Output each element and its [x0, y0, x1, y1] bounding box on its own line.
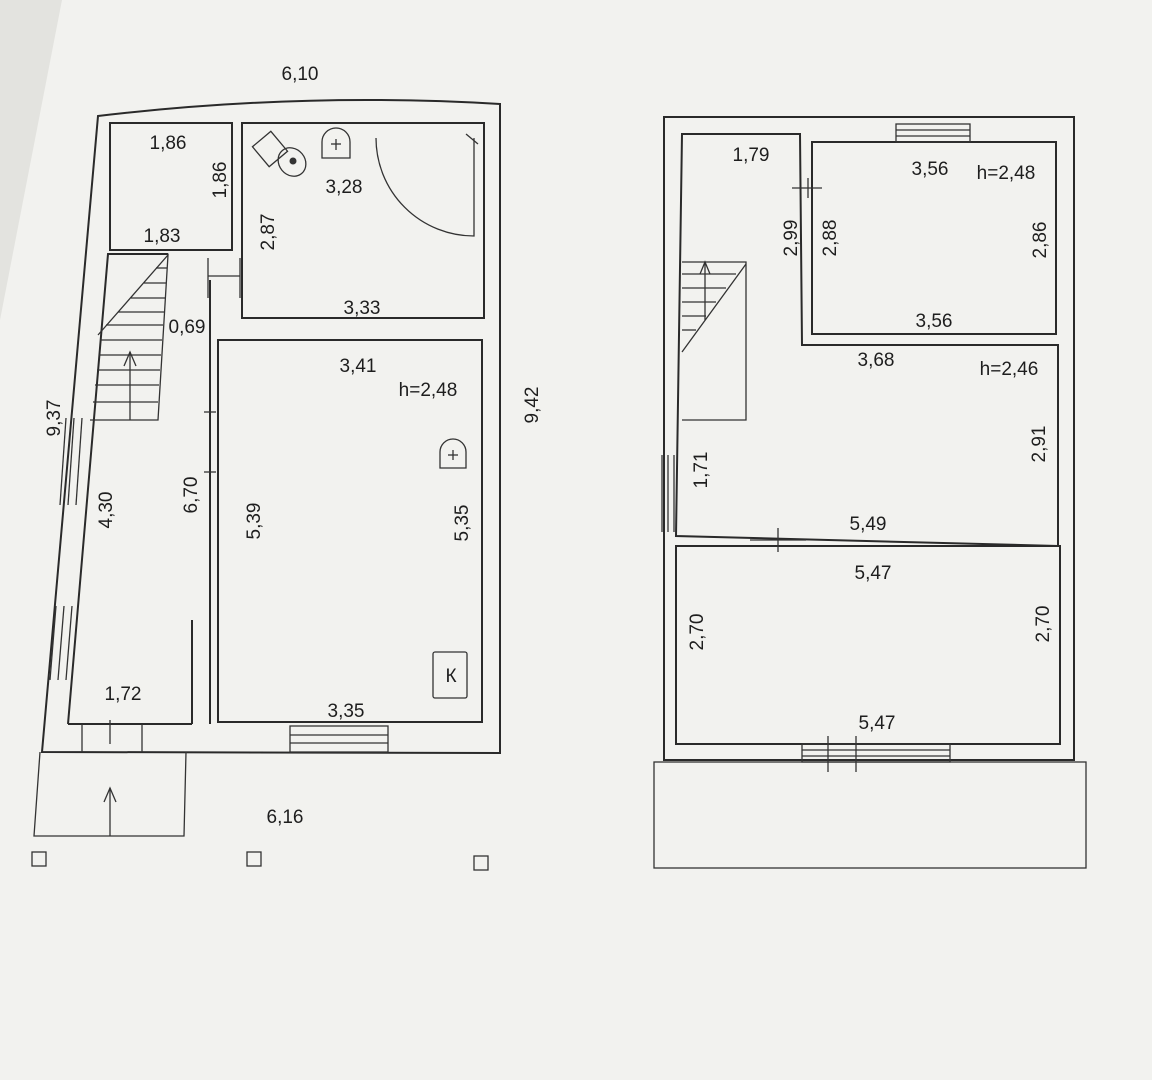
ground-right-length: 9,42: [522, 387, 543, 424]
ground-bottom-width: 6,16: [267, 807, 304, 828]
ground-outer-wall: [40, 99, 501, 755]
hall-wall-length: 4,30: [96, 492, 117, 529]
entry-arrow-icon: [103, 720, 117, 836]
ground-floor-plan: 6,10 6,16 9,37 9,42 1,86 1,86 1,83 3,28 …: [31, 64, 543, 871]
upper-hall-width-bottom: 5,49: [850, 514, 887, 535]
ground-window-left-upper: [59, 417, 83, 506]
bathroom-depth: 2,87: [258, 214, 279, 251]
hall-inner-wall: [67, 253, 168, 725]
sink-icon: [321, 127, 351, 159]
upper-room-depth-left: 2,70: [687, 614, 708, 651]
toilet-icon: [251, 130, 307, 177]
living-room-walls: [217, 339, 483, 723]
stair-arrow-icon: [699, 260, 711, 320]
bathroom-width-top: 3,28: [326, 177, 363, 198]
staircase: [90, 253, 169, 421]
upper-staircase: [681, 261, 747, 421]
landing-depth: 2,99: [781, 220, 802, 257]
bathroom-walls: [241, 122, 485, 319]
living-width-bottom: 3,35: [328, 701, 365, 722]
bathroom-door-mark: [465, 133, 479, 145]
bedroom-depth-right: 2,86: [1030, 222, 1051, 259]
boiler-icon: [432, 651, 468, 699]
hall-offset: 0,69: [169, 317, 206, 338]
closet-walls: [109, 122, 233, 251]
upper-hall-depth-left: 1,71: [691, 452, 712, 489]
ground-window-bottom: [289, 725, 389, 753]
column-marker-icon: [473, 855, 489, 871]
living-length-right: 5,35: [452, 505, 473, 542]
living-ceiling-height: h=2,48: [399, 380, 458, 401]
living-room-sink-icon: [439, 438, 467, 469]
balcony: [653, 761, 1087, 869]
closet-depth: 1,86: [210, 162, 231, 199]
living-width-top: 3,41: [340, 356, 377, 377]
living-length-left: 5,39: [244, 503, 265, 540]
upper-window-top: [895, 123, 971, 143]
closet-width-top: 1,86: [150, 133, 187, 154]
page-shadow: [0, 0, 62, 320]
upper-hall-walls: [674, 133, 1059, 548]
upper-floor-plan: 1,79 2,99 3,56 h=2,48 2,88 2,86 3,56 3,6…: [653, 116, 1087, 869]
upper-room-width-top: 5,47: [855, 563, 892, 584]
upper-room-width-bottom: 5,47: [859, 713, 896, 734]
bedroom-ceiling-height: h=2,48: [977, 163, 1036, 184]
bedroom-depth-left: 2,88: [820, 220, 841, 257]
upper-hall-width-top: 3,68: [858, 350, 895, 371]
ground-window-left-lower: [49, 605, 73, 681]
upper-room-depth-right: 2,70: [1033, 606, 1054, 643]
hall-length: 6,70: [181, 477, 202, 514]
upper-hall-depth-right: 2,91: [1029, 426, 1050, 463]
hall-width-bottom: 1,72: [105, 684, 142, 705]
bedroom-width-bottom: 3,56: [916, 311, 953, 332]
bathroom-width-bottom: 3,33: [344, 298, 381, 319]
entry-porch: [33, 724, 187, 837]
ground-top-width: 6,10: [282, 64, 319, 85]
upper-hall-ceiling-height: h=2,46: [980, 359, 1039, 380]
boiler-label: К: [445, 666, 456, 687]
bedroom-width-top: 3,56: [912, 159, 949, 180]
column-marker-icon: [246, 851, 262, 867]
stair-arrow-icon: [123, 350, 137, 420]
upper-window-left: [661, 455, 675, 532]
closet-width-bottom: 1,83: [144, 226, 181, 247]
bathroom-door-swing: [375, 137, 475, 237]
upper-outer-wall: [663, 116, 1075, 761]
landing-width: 1,79: [733, 145, 770, 166]
column-marker-icon: [31, 851, 47, 867]
upper-window-bottom: [801, 736, 951, 772]
ground-left-length: 9,37: [44, 400, 65, 437]
